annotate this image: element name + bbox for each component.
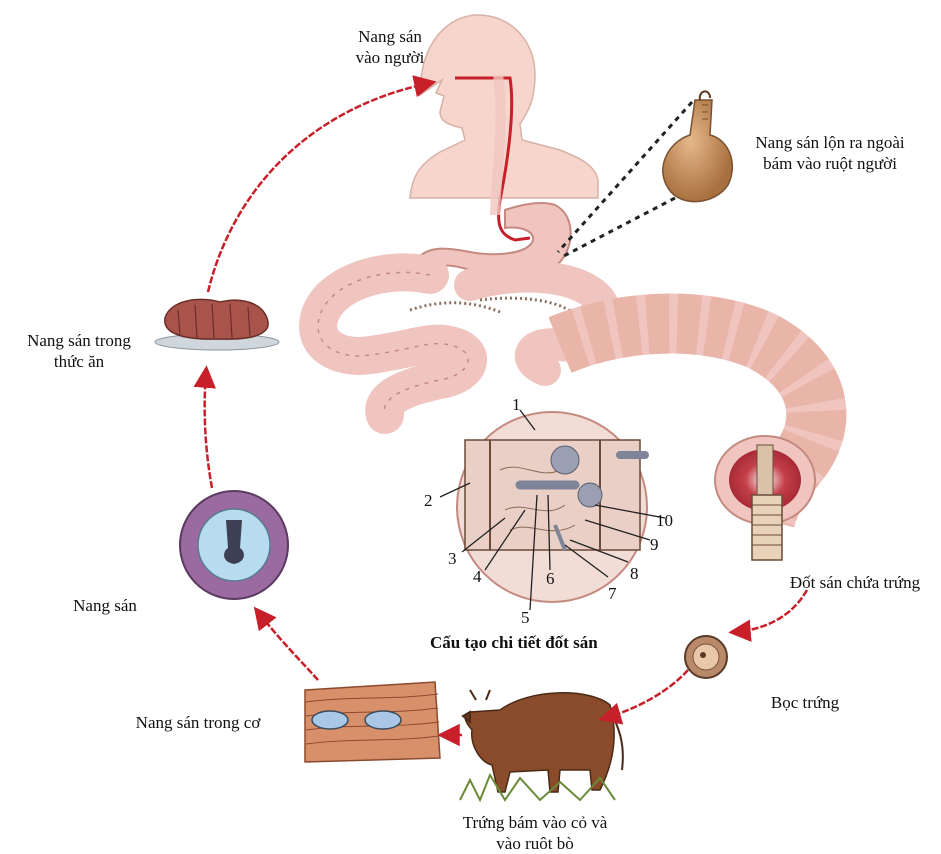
label-cyst-into-human-line2: vào người (335, 47, 445, 68)
label-egg-capsule: Bọc trứng (750, 692, 860, 713)
label-cyst-into-human: Nang sán vào người (335, 26, 445, 68)
arrow-muscle-to-cyst (258, 612, 318, 680)
label-segment-with-eggs: Đốt sán chứa trứng (770, 572, 940, 593)
label-cyst-attach-intestine: Nang sán lộn ra ngoài bám vào ruột người (735, 132, 925, 174)
part-number-9: 9 (650, 536, 659, 554)
label-cyst-into-human-line1: Nang sán (335, 26, 445, 47)
cow-illustration (460, 690, 623, 800)
part-number-7: 7 (608, 585, 617, 603)
label-cyst-attach-intestine-line1: Nang sán lộn ra ngoài (735, 132, 925, 153)
egg-capsule-illustration (685, 636, 727, 678)
label-cyst-in-muscle: Nang sán trong cơ (108, 712, 288, 733)
label-cyst-in-food: Nang sán trong thức ăn (5, 330, 153, 372)
cyst-illustration (180, 491, 288, 599)
part-number-4: 4 (473, 568, 482, 586)
label-eggs-on-grass: Trứng bám vào cỏ và vào ruôt bò (440, 812, 630, 854)
part-number-8: 8 (630, 565, 639, 583)
muscle-tissue-illustration (305, 682, 440, 762)
label-cyst: Nang sán (45, 595, 165, 616)
part-number-10: 10 (656, 512, 673, 530)
part-number-2: 2 (424, 492, 433, 510)
segment-detail-caption: Cấu tạo chi tiết đốt sán (430, 633, 598, 653)
arrow-capsule-to-cow (605, 670, 688, 718)
label-cyst-in-food-line1: Nang sán trong (5, 330, 153, 351)
arrow-cyst-to-food (205, 372, 212, 488)
part-number-5: 5 (521, 609, 530, 627)
part-number-3: 3 (448, 550, 457, 568)
label-cyst-in-food-line2: thức ăn (5, 351, 153, 372)
label-eggs-on-grass-line1: Trứng bám vào cỏ và (440, 812, 630, 833)
everted-cyst-illustration (663, 91, 732, 201)
label-cyst-attach-intestine-line2: bám vào ruột người (735, 153, 925, 174)
part-number-1: 1 (512, 396, 521, 414)
label-eggs-on-grass-line2: vào ruôt bò (440, 833, 630, 854)
part-number-6: 6 (546, 570, 555, 588)
arrow-segment-to-capsule (735, 590, 807, 632)
meat-on-plate-illustration (155, 299, 279, 350)
